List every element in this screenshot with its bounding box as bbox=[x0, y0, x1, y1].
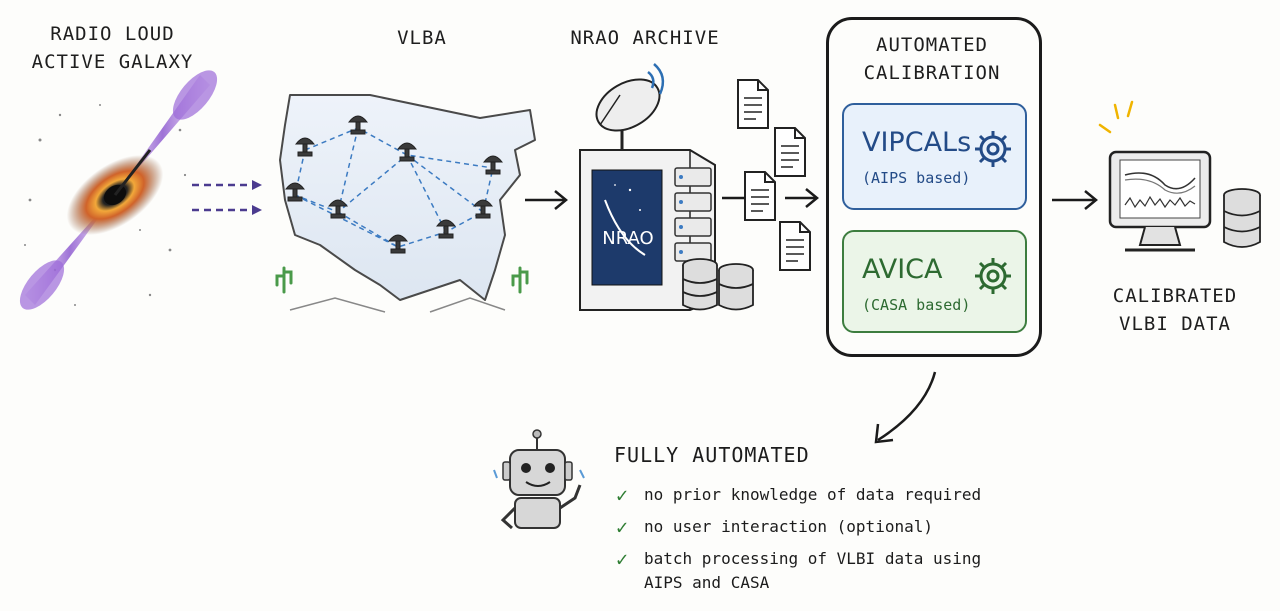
arrow-calibration-to-output bbox=[1052, 190, 1098, 210]
label-vlba: VLBA bbox=[397, 27, 447, 49]
arrow-archive-to-calibration bbox=[722, 188, 819, 208]
automation-title: Fully automated bbox=[614, 443, 810, 467]
arrow-calibration-to-automation bbox=[874, 371, 937, 444]
arrow-map-to-archive bbox=[525, 190, 568, 210]
automation-item: ✓no user interaction (optional) bbox=[616, 515, 933, 539]
computer-monitor-icon bbox=[1098, 100, 1261, 252]
label-output: Calibrated VLBI data bbox=[1112, 285, 1238, 335]
avica-title: AVICA bbox=[862, 254, 943, 285]
active-galaxy-icon bbox=[19, 70, 218, 310]
robot-icon bbox=[493, 429, 585, 530]
check-icon: ✓ bbox=[616, 483, 629, 507]
vipcals-note: (AIPS based) bbox=[862, 169, 971, 187]
label-calibration: Automated calibration bbox=[863, 34, 1001, 84]
automation-item: ✓batch processing of VLBI data using AIP… bbox=[616, 547, 982, 592]
data-files-icon bbox=[737, 79, 811, 271]
nrao-archive-server-icon bbox=[579, 63, 754, 311]
label-galaxy: Radio loud active galaxy bbox=[31, 23, 194, 73]
signal-arrows bbox=[192, 183, 255, 212]
automation-list: ✓no prior knowledge of data required ✓no… bbox=[616, 483, 984, 603]
check-icon: ✓ bbox=[616, 515, 629, 539]
calibration-box bbox=[826, 17, 1042, 357]
nrao-logo-text: NRAO bbox=[602, 228, 654, 249]
avica-box: AVICA (CASA based) bbox=[842, 230, 1027, 333]
vipcals-box: VIPCALs (AIPS based) bbox=[842, 103, 1027, 210]
gear-icon bbox=[975, 131, 1011, 167]
avica-note: (CASA based) bbox=[862, 296, 971, 314]
check-icon: ✓ bbox=[616, 547, 629, 571]
vipcals-title: VIPCALs bbox=[862, 127, 972, 158]
vlba-map-icon bbox=[275, 94, 536, 313]
automation-item: ✓no prior knowledge of data required bbox=[616, 483, 982, 507]
label-archive: NRAO archive bbox=[570, 27, 720, 49]
gear-icon bbox=[975, 258, 1011, 294]
